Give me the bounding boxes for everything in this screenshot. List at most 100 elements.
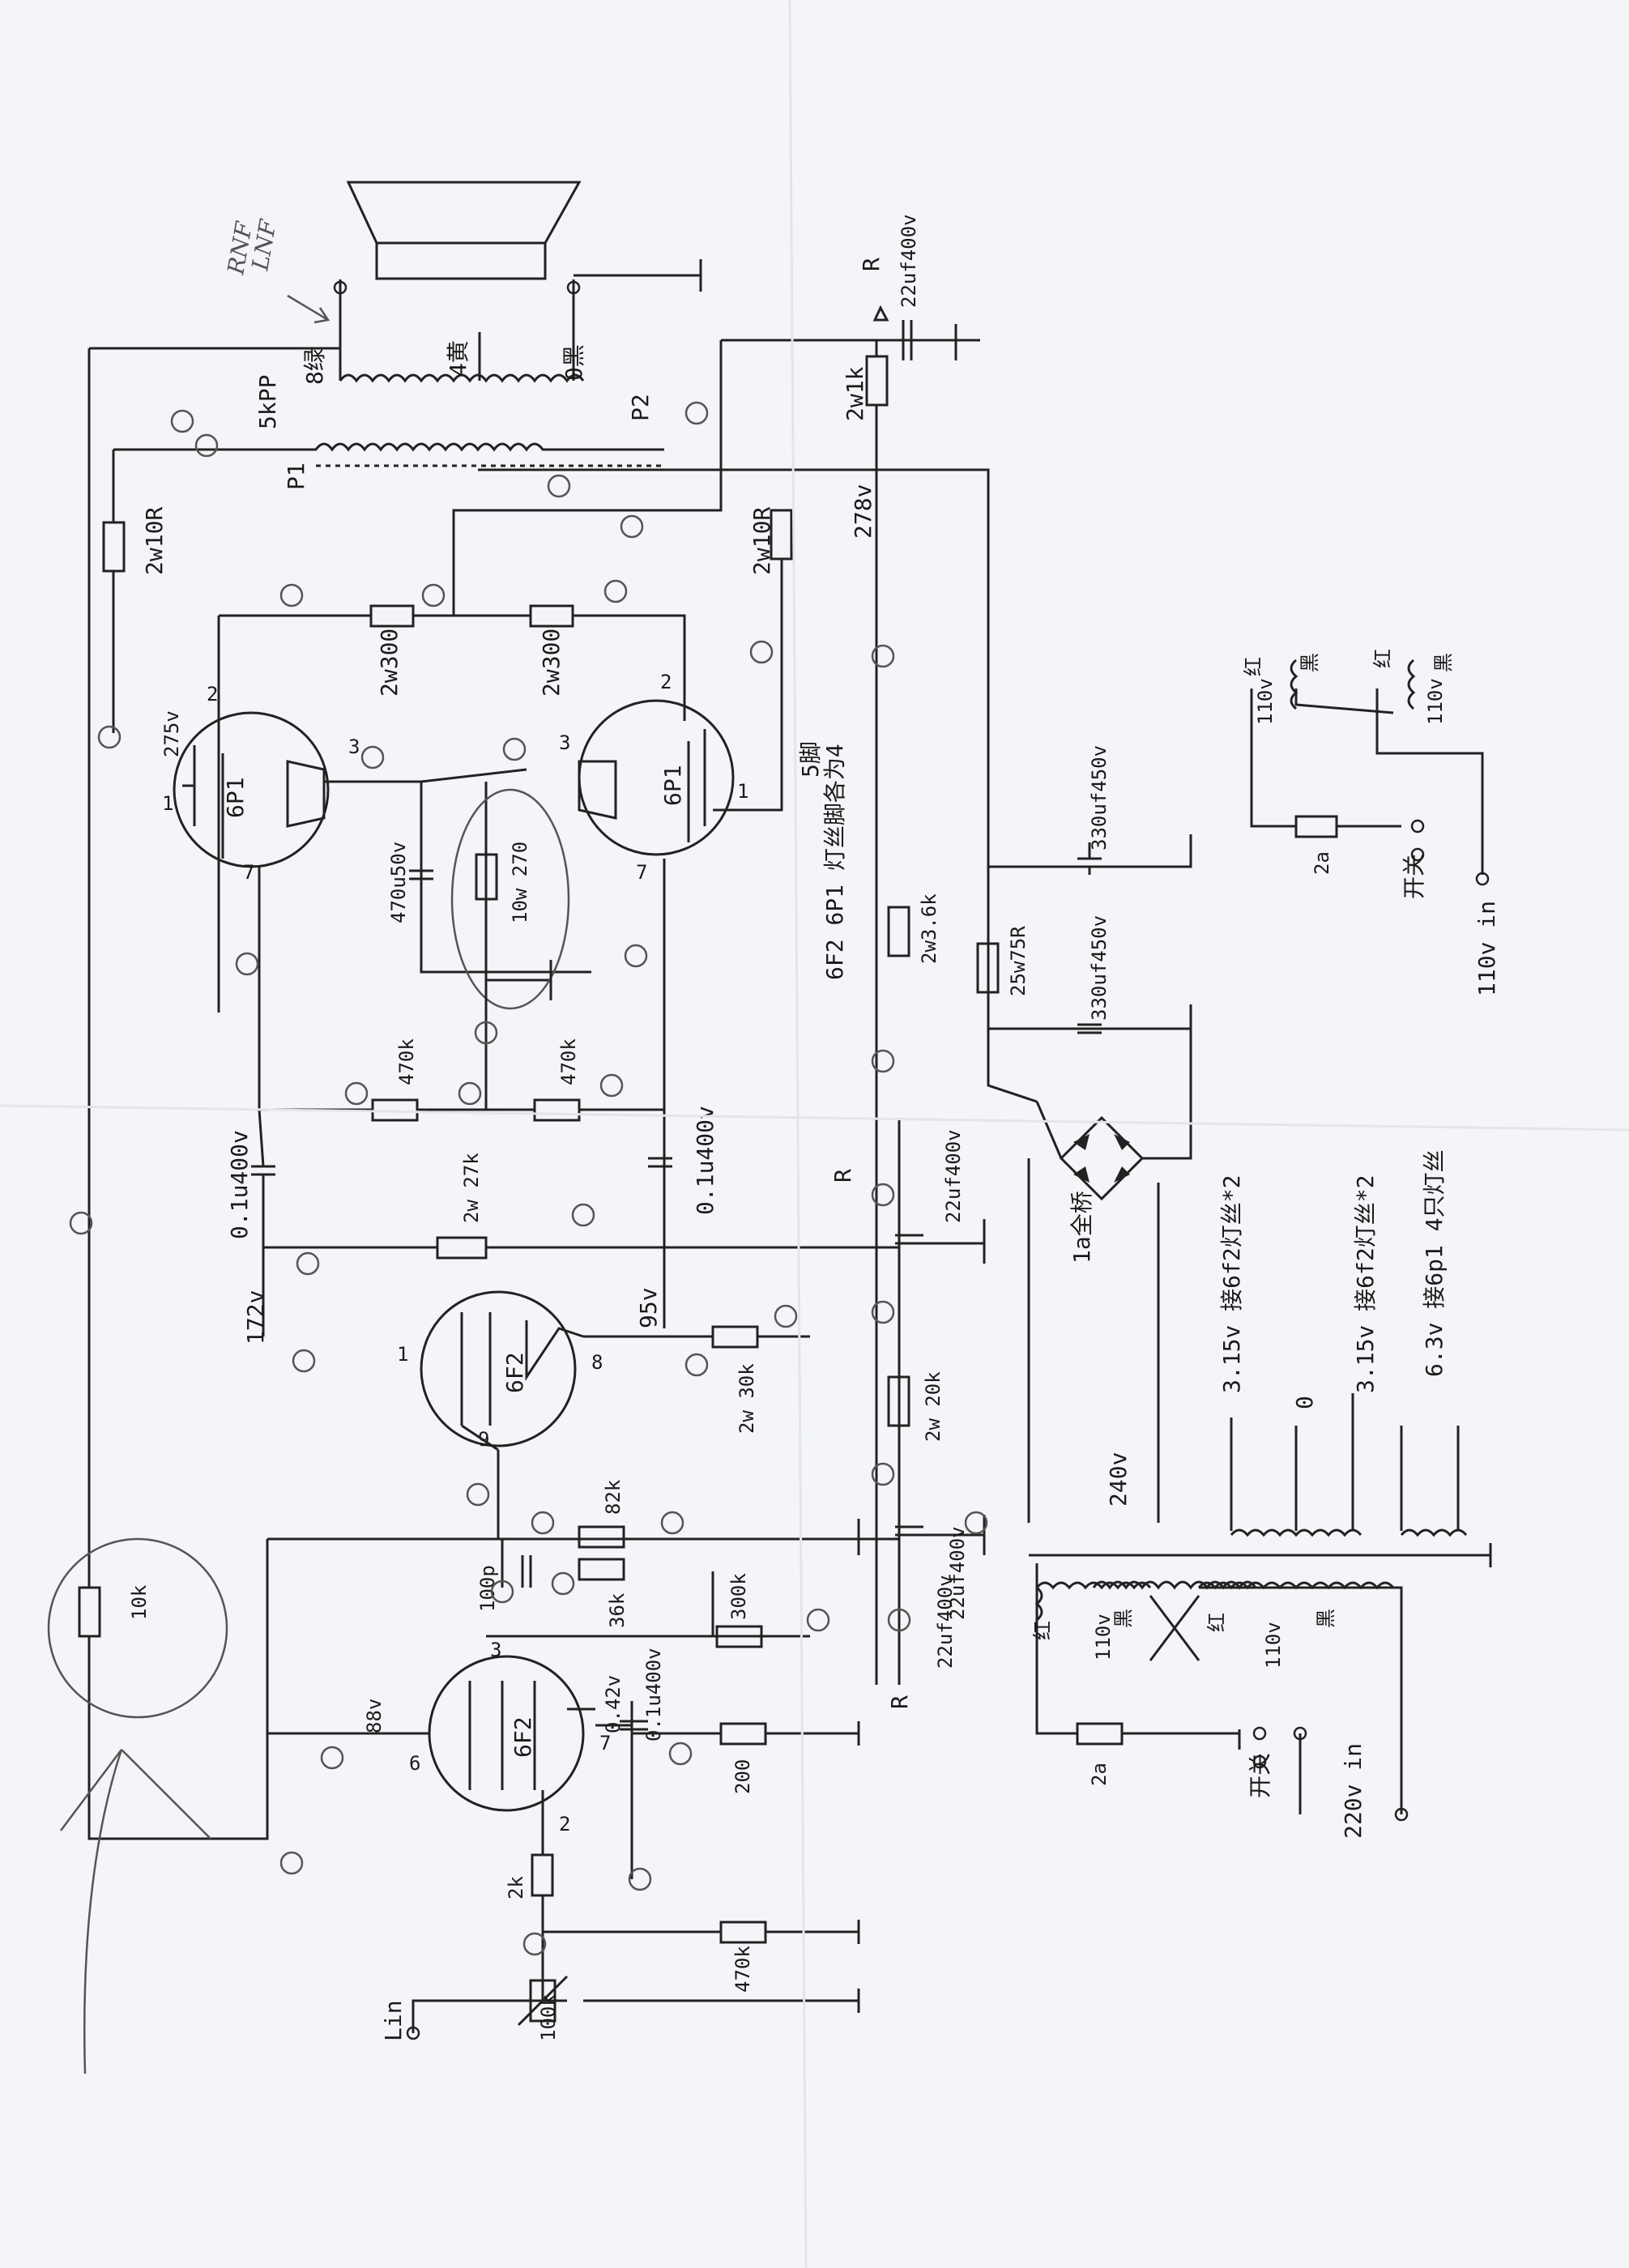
in-220-label: 220v in	[1340, 1743, 1367, 1839]
p1-label: P1	[283, 463, 309, 490]
tube-6f2-b-label: 6F2	[510, 1716, 536, 1758]
v-110a-label: 110v	[1254, 678, 1277, 725]
pin-7c: 7	[599, 1732, 611, 1754]
pin-1a: 1	[162, 792, 173, 815]
red-2-label: 红	[1371, 649, 1394, 668]
fuse-a	[1294, 815, 1338, 838]
resistor-2w27k	[436, 1236, 488, 1260]
r-10k-label: 10k	[128, 1584, 151, 1620]
v-275-label: 275v	[160, 710, 183, 757]
resistor-10w270	[475, 853, 498, 901]
lin-label: Lin	[380, 2000, 407, 2041]
opt-label: 5kPP	[254, 375, 281, 429]
pin-2a: 2	[207, 683, 218, 706]
heater-note: 6F2 6P1 灯丝脚各为4	[821, 744, 848, 980]
c-330-a-label: 330uf450v	[1088, 745, 1111, 850]
r-300k-label: 300k	[727, 1573, 750, 1620]
r-2w300-a-label: 2w300	[376, 629, 403, 697]
r-200-label: 200	[731, 1759, 754, 1794]
r-36k-label: 36k	[606, 1592, 629, 1628]
bridge-label: 1a全桥	[1068, 1191, 1095, 1264]
red-1-label: 红	[1242, 657, 1264, 676]
tube-6f2-upper	[420, 1290, 584, 1447]
fil-2-label: 3.15v 接6f2灯丝*2	[1352, 1175, 1379, 1393]
fil-3-label: 6.3v 接6p1 4只灯丝	[1421, 1149, 1448, 1377]
opt-secondary	[339, 373, 585, 383]
pin-2b: 2	[660, 671, 672, 693]
r-2w1k-label: 2w1k	[842, 366, 868, 421]
tap-8-label: 8绿	[301, 348, 328, 385]
v-88-label: 88v	[363, 1699, 386, 1733]
resistor-470k-c	[719, 1921, 767, 1944]
c-01u-b-label: 0.1u400v	[692, 1106, 719, 1215]
switch-b-label: 开关	[1247, 1753, 1273, 1798]
black-2-label: 黑	[1432, 653, 1455, 672]
fuse-b-label: 2a	[1088, 1763, 1111, 1786]
resistor-10r-a	[102, 521, 126, 573]
c-330-b-label: 330uf450v	[1088, 915, 1111, 1021]
pencil-check-marks	[69, 401, 988, 1956]
pin-1b: 1	[737, 780, 748, 803]
r-2w27k-label: 2w 27k	[460, 1153, 483, 1223]
pin-3a: 3	[348, 735, 360, 758]
pin-1c: 1	[397, 1343, 408, 1366]
tube-6p1-a-label: 6P1	[222, 777, 249, 818]
pin5-note: 5脚	[797, 741, 824, 778]
pencil-circle-10k	[47, 1537, 228, 1719]
v-278-label: 278v	[850, 484, 876, 539]
black-4-label: 黑	[1315, 1609, 1337, 1628]
resistor-2w1k	[865, 355, 889, 407]
resistor-82k	[578, 1525, 625, 1549]
r-10r-b-label: 2w10R	[748, 507, 775, 575]
c-out-label: 22uf400v	[898, 214, 920, 308]
r-mark-a: R	[829, 1169, 856, 1183]
v-95-label: 95v	[635, 1287, 662, 1328]
pot-100k	[529, 1979, 557, 2023]
c-22-c-label: 22uf400v	[934, 1575, 957, 1669]
r-82k-label: 82k	[602, 1479, 625, 1515]
r-470k-c-label: 470k	[731, 1946, 754, 1993]
tube-6p1-left	[173, 711, 330, 868]
r-2w30k-label: 2w 30k	[736, 1363, 758, 1434]
resistor-470k-b	[533, 1098, 581, 1122]
fil-0-label: 0	[1291, 1396, 1318, 1409]
resistor-2w300-a	[369, 604, 415, 628]
switch-a-label: 开关	[1401, 854, 1427, 899]
fil-winding-a	[1230, 1528, 1362, 1537]
pot-100k-label: 100k	[537, 1994, 560, 2041]
resistor-2k	[531, 1853, 554, 1897]
resistor-10k-feedback	[78, 1586, 101, 1638]
c-470u50v-label: 470u50v	[387, 842, 410, 923]
resistor-2w36k	[887, 906, 910, 957]
pin-7a: 7	[243, 861, 254, 884]
red-4-label: 红	[1205, 1613, 1228, 1632]
in-110-label: 110v in	[1473, 901, 1500, 996]
cap-470u50v	[409, 869, 433, 880]
r-mark-b: R	[886, 1695, 913, 1709]
bplus-filter-top	[721, 320, 980, 360]
tube-6p1-right	[578, 699, 735, 856]
c-22-b-label: 22uf400v	[946, 1526, 969, 1620]
switch-a-contact	[1410, 819, 1425, 833]
cap-coupling-b	[648, 1157, 672, 1168]
fuse-a-label: 2a	[1311, 851, 1333, 875]
pin-7b: 7	[636, 861, 647, 884]
switch-b-contact	[1252, 1726, 1267, 1741]
pencil-arrow	[287, 294, 330, 324]
pin-8: 8	[591, 1351, 603, 1374]
r-out-label: R	[858, 258, 885, 271]
r-10r-a-label: 2w10R	[141, 507, 168, 575]
fuse-b	[1076, 1722, 1124, 1746]
r-2w36k-label: 2w3.6k	[918, 893, 940, 964]
resistor-200	[719, 1722, 767, 1746]
v-110b-label: 110v	[1424, 678, 1447, 725]
c-01u-c-label: 0.1u400v	[642, 1648, 665, 1742]
speaker-symbol	[333, 181, 702, 348]
resistor-2w20k	[887, 1375, 910, 1427]
black-3-label: 黑	[1112, 1609, 1135, 1628]
cap-coupling-a	[251, 1109, 275, 1247]
resistor-36k	[578, 1558, 625, 1581]
v-110c-label: 110v	[1092, 1614, 1115, 1660]
